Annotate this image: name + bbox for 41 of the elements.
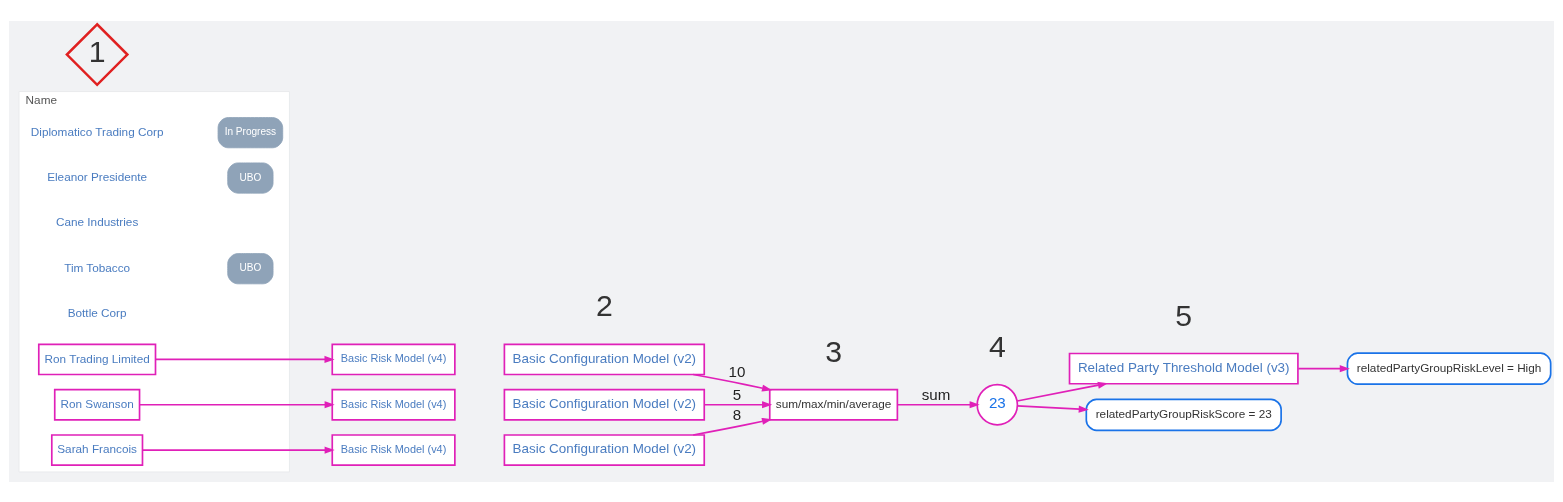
edge-label: 10 [728, 362, 746, 380]
node-box: Related Party Threshold Model (v3) [1068, 352, 1299, 385]
edge-label: sum [921, 385, 951, 403]
node-text: Cane Industries [55, 214, 139, 228]
arrow [692, 373, 773, 392]
arrow [692, 417, 773, 436]
node-box: Basic Risk Model (v4) [331, 342, 456, 375]
label: In Progress [224, 125, 277, 137]
node-diamond: 1 [65, 22, 130, 87]
arrow [896, 400, 980, 408]
arrow [1297, 364, 1350, 372]
node-box: Ron Trading Limited [37, 342, 157, 375]
label: 5 [1175, 298, 1193, 332]
label: 4 [988, 329, 1006, 363]
label: UBO [239, 171, 262, 183]
node-box: Basic Configuration Model (v2) [503, 342, 706, 375]
node-box: Basic Configuration Model (v2) [503, 388, 706, 421]
arrow [1016, 381, 1108, 402]
node-box: Basic Risk Model (v4) [331, 388, 456, 421]
label: 2 [595, 288, 613, 322]
edge-label: 5 [732, 385, 742, 403]
node-box: relatedPartyGroupRiskLevel = High [1346, 351, 1552, 385]
node-box: Sarah Francois [50, 433, 144, 466]
node-text: Bottle Corp [67, 305, 127, 319]
arrow [1016, 404, 1089, 413]
label: UBO [239, 261, 262, 273]
arrow [154, 355, 335, 363]
node-box: Ron Swanson [53, 388, 141, 421]
arrow [141, 446, 335, 454]
node-text: Eleanor Presidente [47, 169, 148, 183]
node-box: Basic Risk Model (v4) [331, 433, 456, 466]
arrow [703, 400, 773, 408]
node-box: Basic Configuration Model (v2) [503, 433, 706, 466]
node-box: sum/max/min/average [768, 388, 899, 421]
node-box: relatedPartyGroupRiskScore = 23 [1085, 397, 1282, 431]
node-circle: 23 [976, 383, 1019, 426]
node-text: Tim Tobacco [64, 260, 131, 274]
label: 3 [825, 334, 842, 368]
arrow [138, 400, 335, 408]
edge-label: 8 [732, 405, 742, 423]
node-text: Diplomatico Trading Corp [30, 124, 164, 138]
